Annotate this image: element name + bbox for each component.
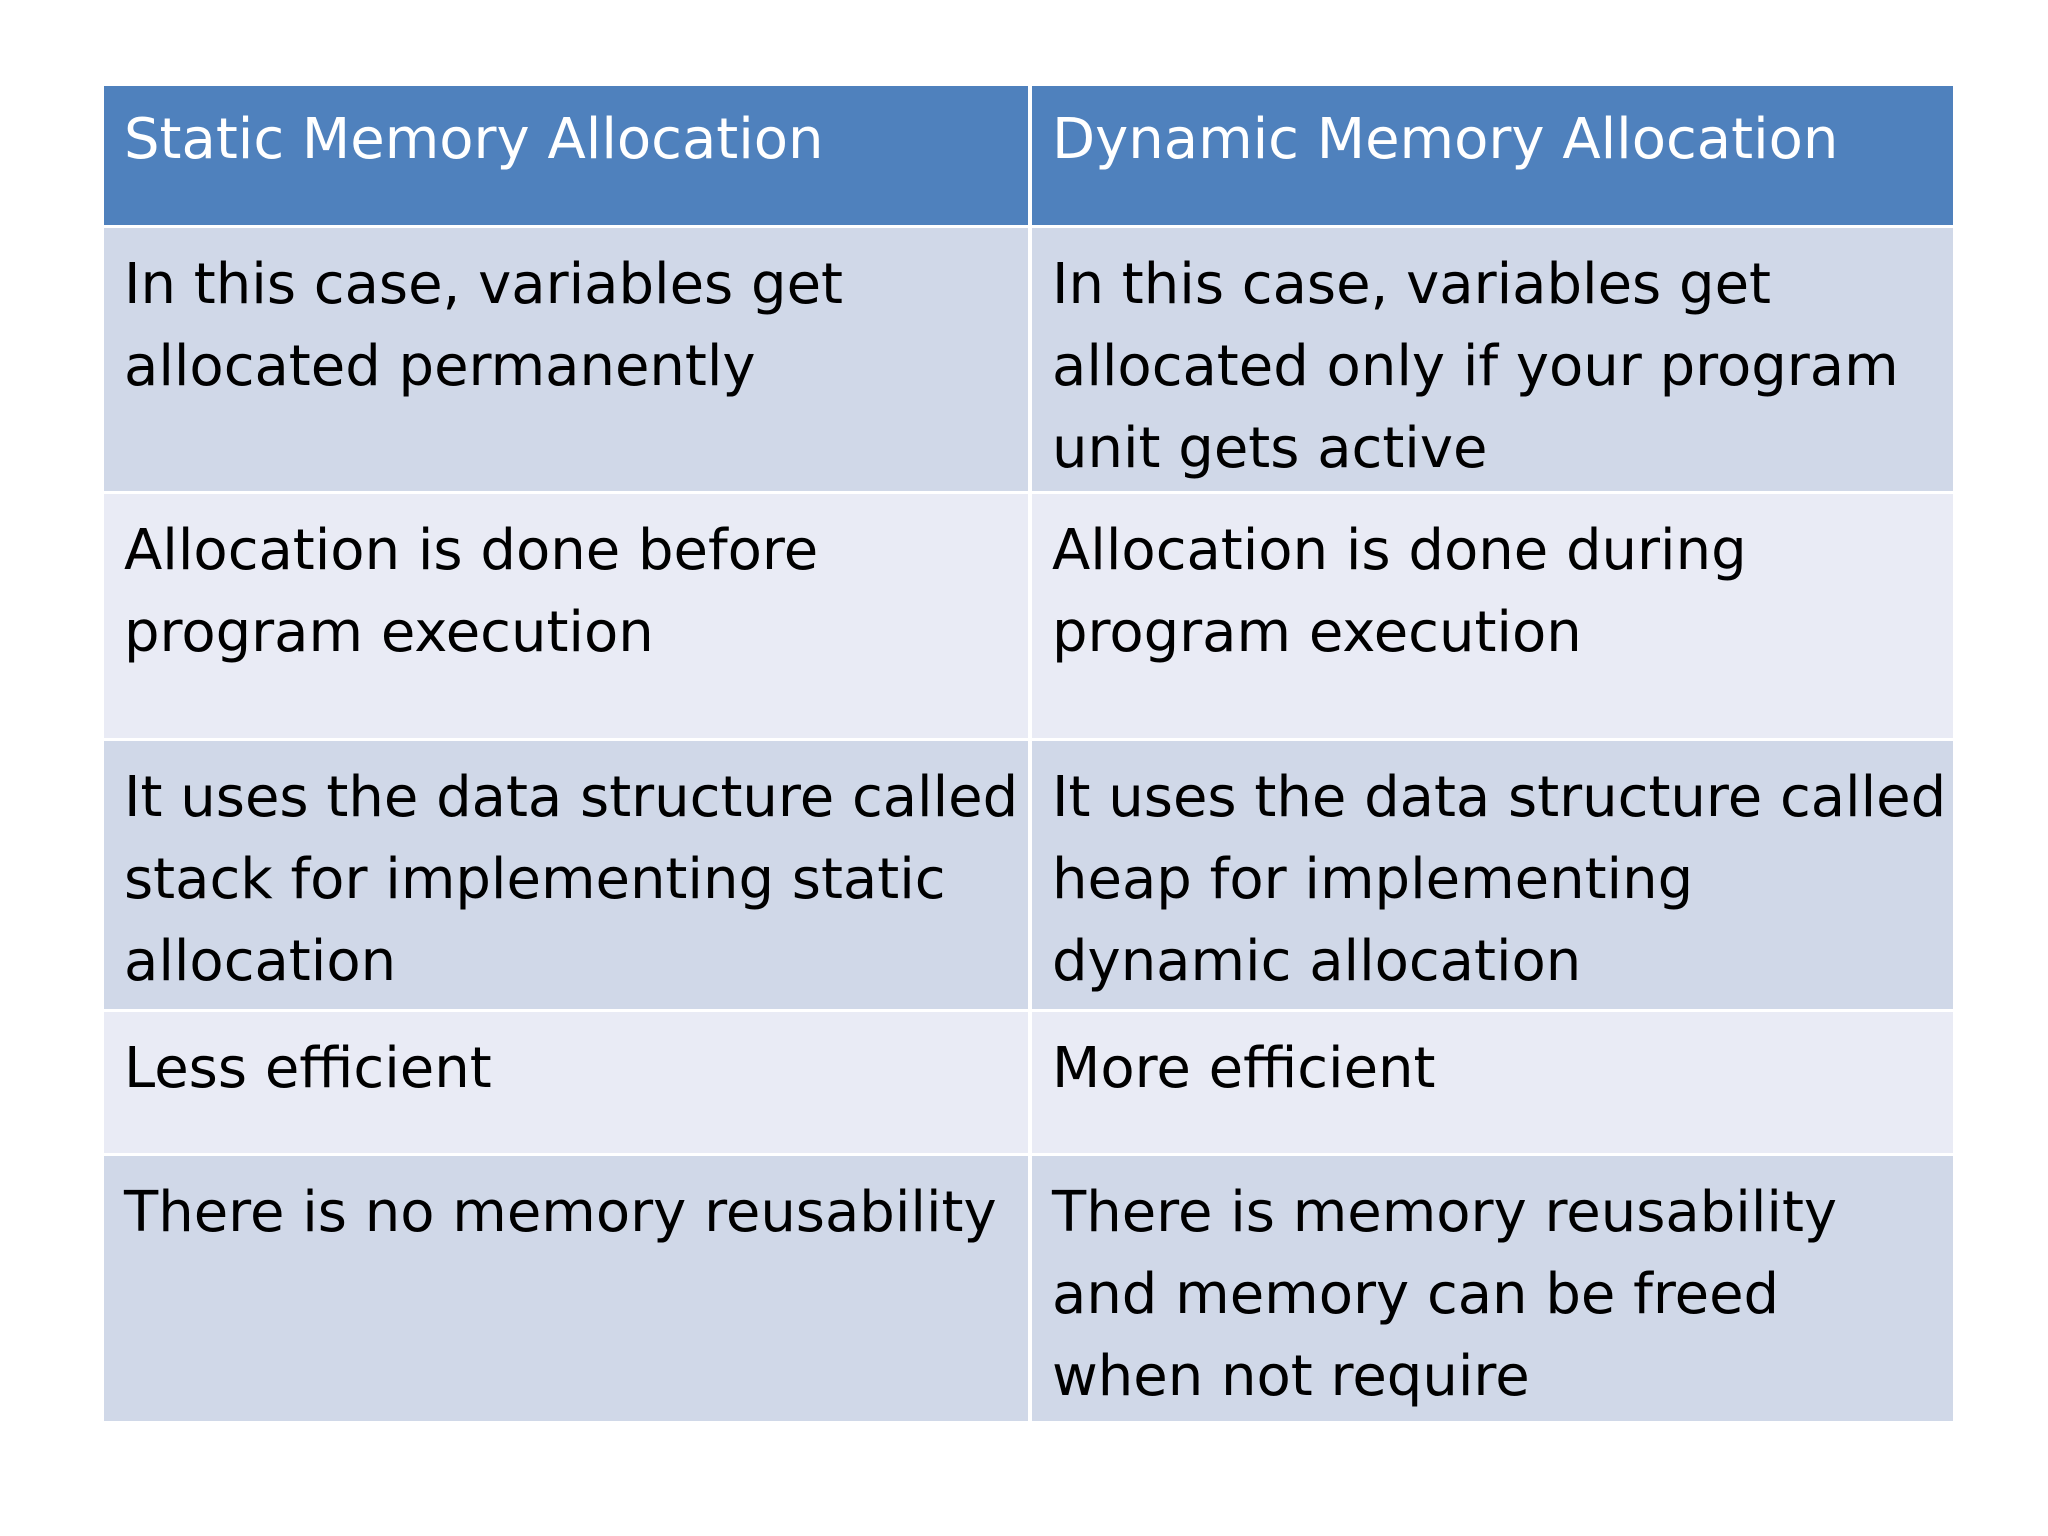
cell-line: and memory can be freed <box>1052 1262 1780 1327</box>
row-5-dynamic-cell: There is memory reusability and memory c… <box>1032 1156 1953 1421</box>
cell-line: dynamic allocation <box>1052 929 1582 994</box>
row-4-static-cell: Less efficient <box>104 1012 1028 1153</box>
cell-line: In this case, variables get <box>124 252 843 317</box>
row-4-dynamic-cell: More efficient <box>1032 1012 1953 1153</box>
comparison-table: Static Memory Allocation Dynamic Memory … <box>104 86 1953 1421</box>
cell-line: unit gets active <box>1052 416 1488 481</box>
header-static: Static Memory Allocation <box>104 86 1028 225</box>
cell-line: It uses the data structure called <box>124 765 1019 830</box>
cell-line: There is memory reusability <box>1052 1180 1838 1245</box>
cell-line: when not require <box>1052 1344 1530 1409</box>
cell-line: It uses the data structure called <box>1052 765 1947 830</box>
header-static-label: Static Memory Allocation <box>124 107 824 172</box>
cell-line: Allocation is done before <box>124 518 819 583</box>
row-1-static-cell: In this case, variables get allocated pe… <box>104 228 1028 491</box>
cell-line: In this case, variables get <box>1052 252 1771 317</box>
row-2-static-cell: Allocation is done before program execut… <box>104 494 1028 738</box>
header-dynamic: Dynamic Memory Allocation <box>1032 86 1953 225</box>
row-3-static-cell: It uses the data structure called stack … <box>104 741 1028 1009</box>
row-5-static-cell: There is no memory reusability <box>104 1156 1028 1421</box>
cell-line: program execution <box>1052 600 1582 665</box>
row-2-dynamic-cell: Allocation is done during program execut… <box>1032 494 1953 738</box>
cell-line: There is no memory reusability <box>124 1180 997 1245</box>
cell-line: program execution <box>124 600 654 665</box>
cell-line: allocation <box>124 929 397 994</box>
row-1-dynamic-cell: In this case, variables get allocated on… <box>1032 228 1953 491</box>
cell-line: allocated permanently <box>124 334 756 399</box>
cell-line: heap for implementing <box>1052 847 1694 912</box>
cell-line: Allocation is done during <box>1052 518 1747 583</box>
row-3-dynamic-cell: It uses the data structure called heap f… <box>1032 741 1953 1009</box>
cell-line: allocated only if your program <box>1052 334 1899 399</box>
cell-line: Less efficient <box>124 1036 492 1101</box>
cell-line: stack for implementing static <box>124 847 946 912</box>
cell-line: More efficient <box>1052 1036 1436 1101</box>
header-dynamic-label: Dynamic Memory Allocation <box>1052 107 1839 172</box>
